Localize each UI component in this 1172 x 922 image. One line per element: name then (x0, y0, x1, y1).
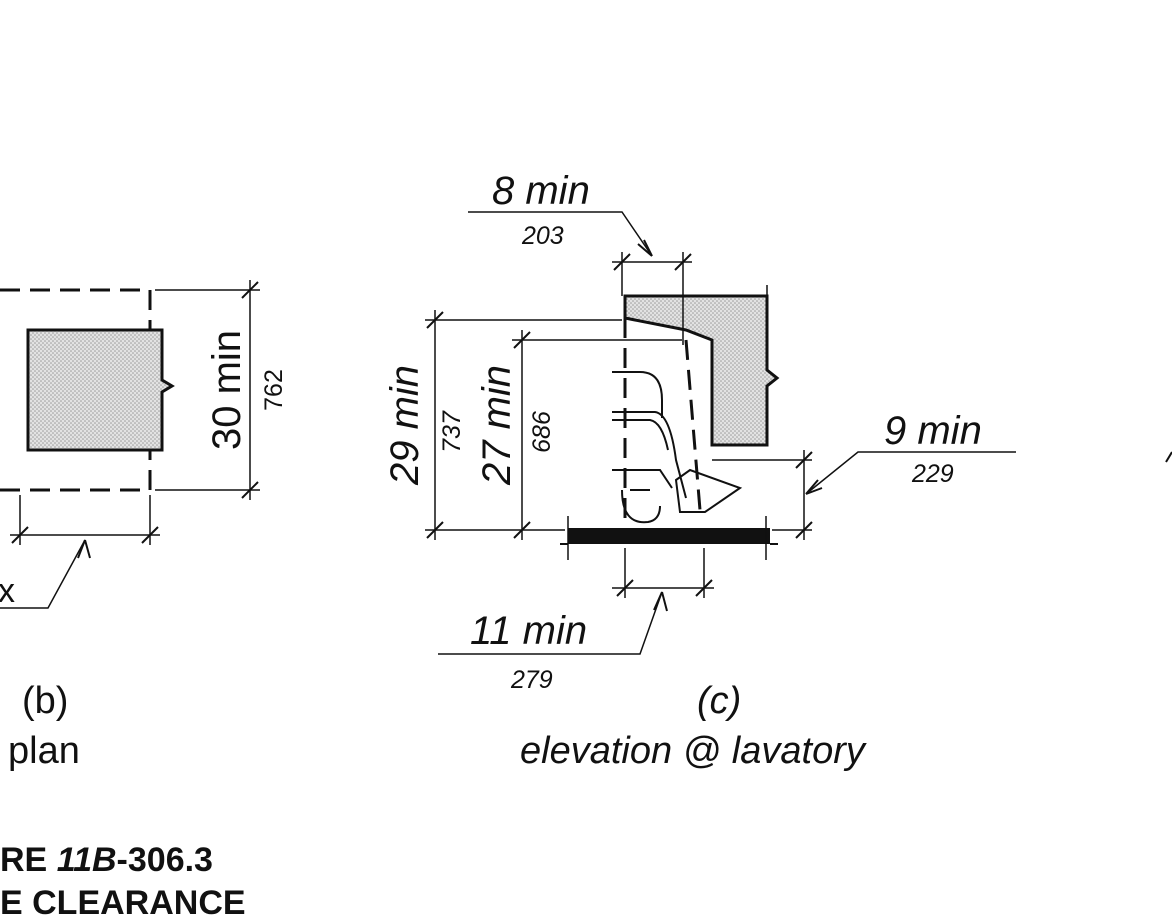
figure-title-prefix: RE (0, 841, 57, 879)
figure-title-number: 11B (56, 841, 117, 879)
figure-title-line1: RE 11B-306.3 (0, 843, 213, 877)
fixture-plan (26, 328, 175, 452)
dim-9-label: 9 min (884, 409, 982, 453)
panel-c-label: (c) (697, 680, 742, 722)
dim-8-label: 8 min (492, 169, 590, 213)
plumbing-pipes (612, 371, 687, 499)
dim-29-label: 29 min (383, 365, 427, 486)
dim-8-mm: 203 (521, 222, 564, 250)
panel-c-caption: elevation @ lavatory (520, 730, 865, 772)
next-panel-fragment (1165, 451, 1172, 463)
dim-27-label: 27 min (475, 365, 519, 486)
knee-clearance-dashed (623, 318, 702, 525)
drain-trap (621, 489, 661, 524)
floor-slab (568, 528, 770, 544)
leader-line-b (0, 539, 86, 609)
figure-title-suffix: -306.3 (116, 841, 213, 879)
dim-9-mm: 229 (911, 460, 954, 488)
dim-27-mm: 686 (528, 411, 556, 453)
leader-line-8 (468, 211, 653, 257)
dim-29-mm: 737 (438, 410, 466, 453)
dim-11-label: 11 min (470, 609, 587, 653)
toe-shape (674, 468, 743, 513)
lavatory-counter (623, 294, 780, 447)
dim-11-mm: 279 (510, 666, 553, 694)
figure-title-line2: E CLEARANCE (0, 884, 246, 922)
dim-b-height-mm: 762 (260, 369, 288, 411)
panel-b-label: (b) (22, 680, 69, 722)
panel-c-elevation (425, 211, 1016, 655)
panel-b-caption: plan (8, 730, 80, 772)
leader-line-9 (805, 451, 1016, 495)
leader-line-11 (438, 591, 663, 655)
dim-b-height-label: 30 min (205, 330, 249, 450)
dim-b-width-fragment: x (0, 572, 15, 610)
panel-b-plan (0, 280, 260, 609)
